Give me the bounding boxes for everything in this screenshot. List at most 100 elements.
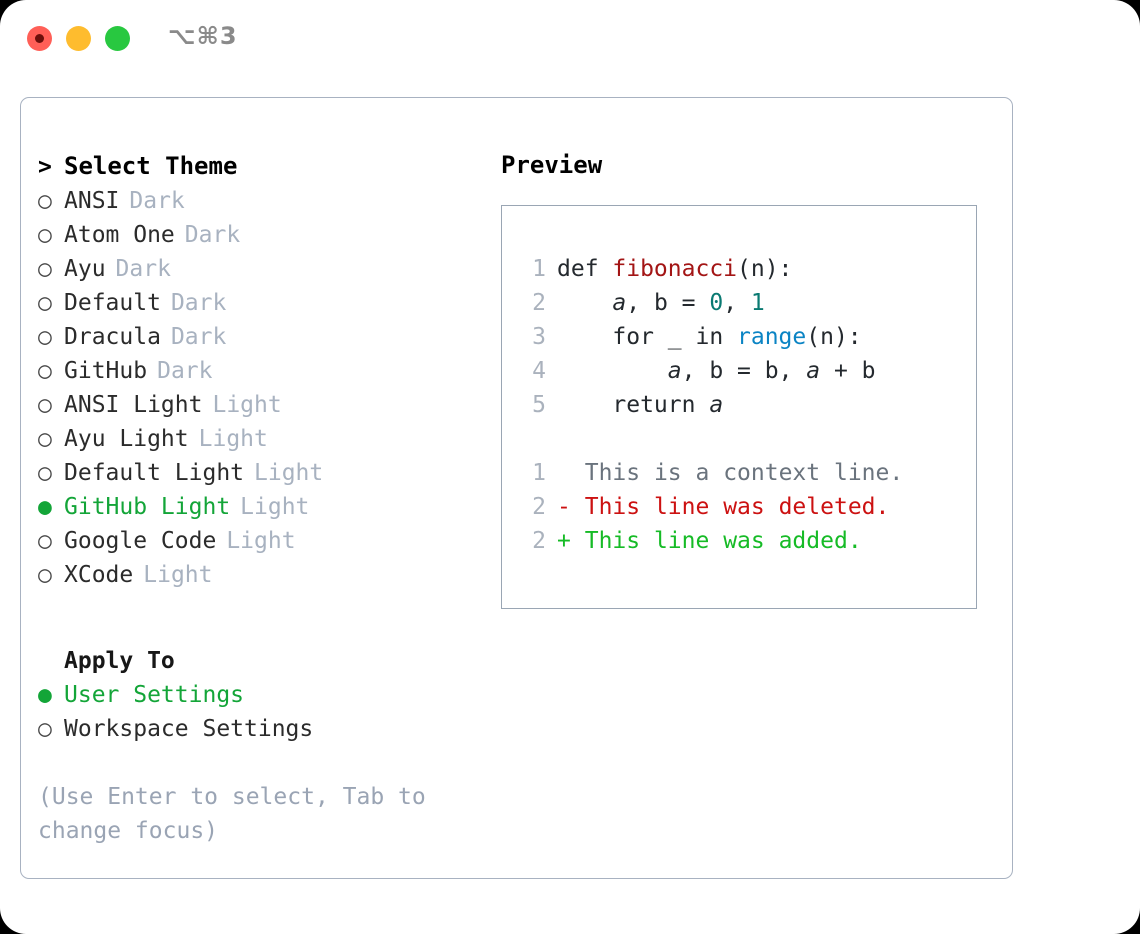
diff-sign xyxy=(557,460,571,486)
radio-unselected-icon[interactable]: ○ xyxy=(38,290,52,316)
code-token-plain: , b = b, xyxy=(681,358,807,384)
line-number: 5 xyxy=(532,392,546,418)
radio-unselected-icon[interactable]: ○ xyxy=(38,256,52,282)
diff-line: 2- This line was deleted. xyxy=(520,490,976,524)
section-gap xyxy=(38,592,488,644)
theme-variant-tag: Light xyxy=(143,562,213,588)
theme-name-label: Dracula xyxy=(64,324,161,350)
theme-name-label: Default xyxy=(64,290,161,316)
code-line-content: return a xyxy=(557,388,723,422)
theme-variant-tag: Light xyxy=(226,528,296,554)
theme-variant-tag: Light xyxy=(254,460,324,486)
code-token-plain: def xyxy=(557,256,613,282)
theme-list-item[interactable]: ○ Ayu Dark xyxy=(38,252,488,286)
apply-to-item[interactable]: ● User Settings xyxy=(38,678,488,712)
theme-list-item[interactable]: ○ Ayu Light Light xyxy=(38,422,488,456)
code-token-plain xyxy=(557,290,612,316)
diff-sample: 1 This is a context line.2- This line wa… xyxy=(520,456,976,558)
radio-selected-icon[interactable]: ● xyxy=(38,682,52,708)
apply-to-heading: ○Apply To xyxy=(38,644,488,678)
code-token-num: 1 xyxy=(750,290,765,316)
theme-list-item[interactable]: ○ ANSI Light Light xyxy=(38,388,488,422)
line-number: 2 xyxy=(532,494,546,520)
radio-unselected-icon[interactable]: ○ xyxy=(38,188,52,214)
theme-list-item[interactable]: ○ GitHub Dark xyxy=(38,354,488,388)
theme-variant-tag: Dark xyxy=(115,256,171,282)
code-token-plain: (n): xyxy=(737,256,793,282)
line-number: 2 xyxy=(532,290,546,316)
radio-unselected-icon[interactable]: ○ xyxy=(38,358,52,384)
theme-variant-tag: Dark xyxy=(184,222,241,248)
keyboard-shortcut-label: ⌥⌘3 xyxy=(168,22,238,50)
code-token-plain: return xyxy=(557,392,710,418)
code-token-var: a xyxy=(612,290,627,316)
theme-name-label: ANSI Light xyxy=(64,392,203,418)
code-token-var: a xyxy=(667,358,682,384)
diff-line-content-added: + This line was added. xyxy=(557,524,862,558)
window-controls xyxy=(27,26,130,51)
code-token-plain: , xyxy=(723,290,751,316)
radio-unselected-icon[interactable]: ○ xyxy=(38,222,52,248)
theme-variant-tag: Light xyxy=(198,426,268,452)
theme-name-label: GitHub xyxy=(64,358,148,384)
code-token-kw: range xyxy=(737,324,807,350)
diff-line: 1 This is a context line. xyxy=(520,456,976,490)
apply-to-label: Workspace Settings xyxy=(64,716,314,742)
radio-unselected-icon[interactable]: ○ xyxy=(38,324,52,350)
theme-name-label: ANSI xyxy=(64,188,120,214)
code-line-content: for _ in range(n): xyxy=(557,320,861,354)
code-token-num: 0 xyxy=(709,290,724,316)
line-number: 1 xyxy=(532,460,546,486)
radio-unselected-icon[interactable]: ○ xyxy=(38,392,52,418)
radio-unselected-icon[interactable]: ○ xyxy=(38,426,52,452)
theme-variant-tag: Dark xyxy=(157,358,213,384)
code-line-content: def fibonacci(n): xyxy=(557,252,792,286)
code-token-var: a xyxy=(709,392,724,418)
radio-unselected-icon[interactable]: ○ xyxy=(38,460,52,486)
minimize-window-button[interactable] xyxy=(66,26,91,51)
diff-text: This is a context line. xyxy=(584,460,904,486)
line-number: 4 xyxy=(532,358,546,384)
radio-unselected-icon[interactable]: ○ xyxy=(38,528,52,554)
code-token-plain: + b xyxy=(820,358,876,384)
apply-to-marker-placeholder: ○ xyxy=(38,644,64,678)
radio-selected-icon[interactable]: ● xyxy=(38,494,52,520)
radio-unselected-icon[interactable]: ○ xyxy=(38,562,52,588)
code-token-plain xyxy=(557,358,668,384)
radio-unselected-icon[interactable]: ○ xyxy=(38,716,52,742)
theme-name-label: Ayu Light xyxy=(64,426,189,452)
theme-list-item[interactable]: ○ XCode Light xyxy=(38,558,488,592)
theme-name-label: GitHub Light xyxy=(64,494,231,520)
diff-text: This line was deleted. xyxy=(584,494,890,520)
code-line: 3 for _ in range(n): xyxy=(520,320,976,354)
title-bar: ⌥⌘3 xyxy=(0,0,1140,78)
theme-variant-tag: Light xyxy=(212,392,282,418)
apply-to-item[interactable]: ○ Workspace Settings xyxy=(38,712,488,746)
maximize-window-button[interactable] xyxy=(105,26,130,51)
theme-name-label: XCode xyxy=(64,562,134,588)
code-token-plain: for _ in xyxy=(557,324,738,350)
theme-name-label: Ayu xyxy=(64,256,106,282)
close-window-button[interactable] xyxy=(27,26,52,51)
apply-to-label: User Settings xyxy=(64,682,245,708)
code-token-var: a xyxy=(806,358,821,384)
code-line-content: a, b = b, a + b xyxy=(557,354,876,388)
prompt-caret-icon: > xyxy=(38,154,52,180)
preview-title: Preview xyxy=(501,151,603,179)
code-token-fn: fibonacci xyxy=(612,256,738,282)
line-number: 2 xyxy=(532,528,546,554)
code-line: 2 a, b = 0, 1 xyxy=(520,286,976,320)
diff-sign: - xyxy=(557,494,571,520)
